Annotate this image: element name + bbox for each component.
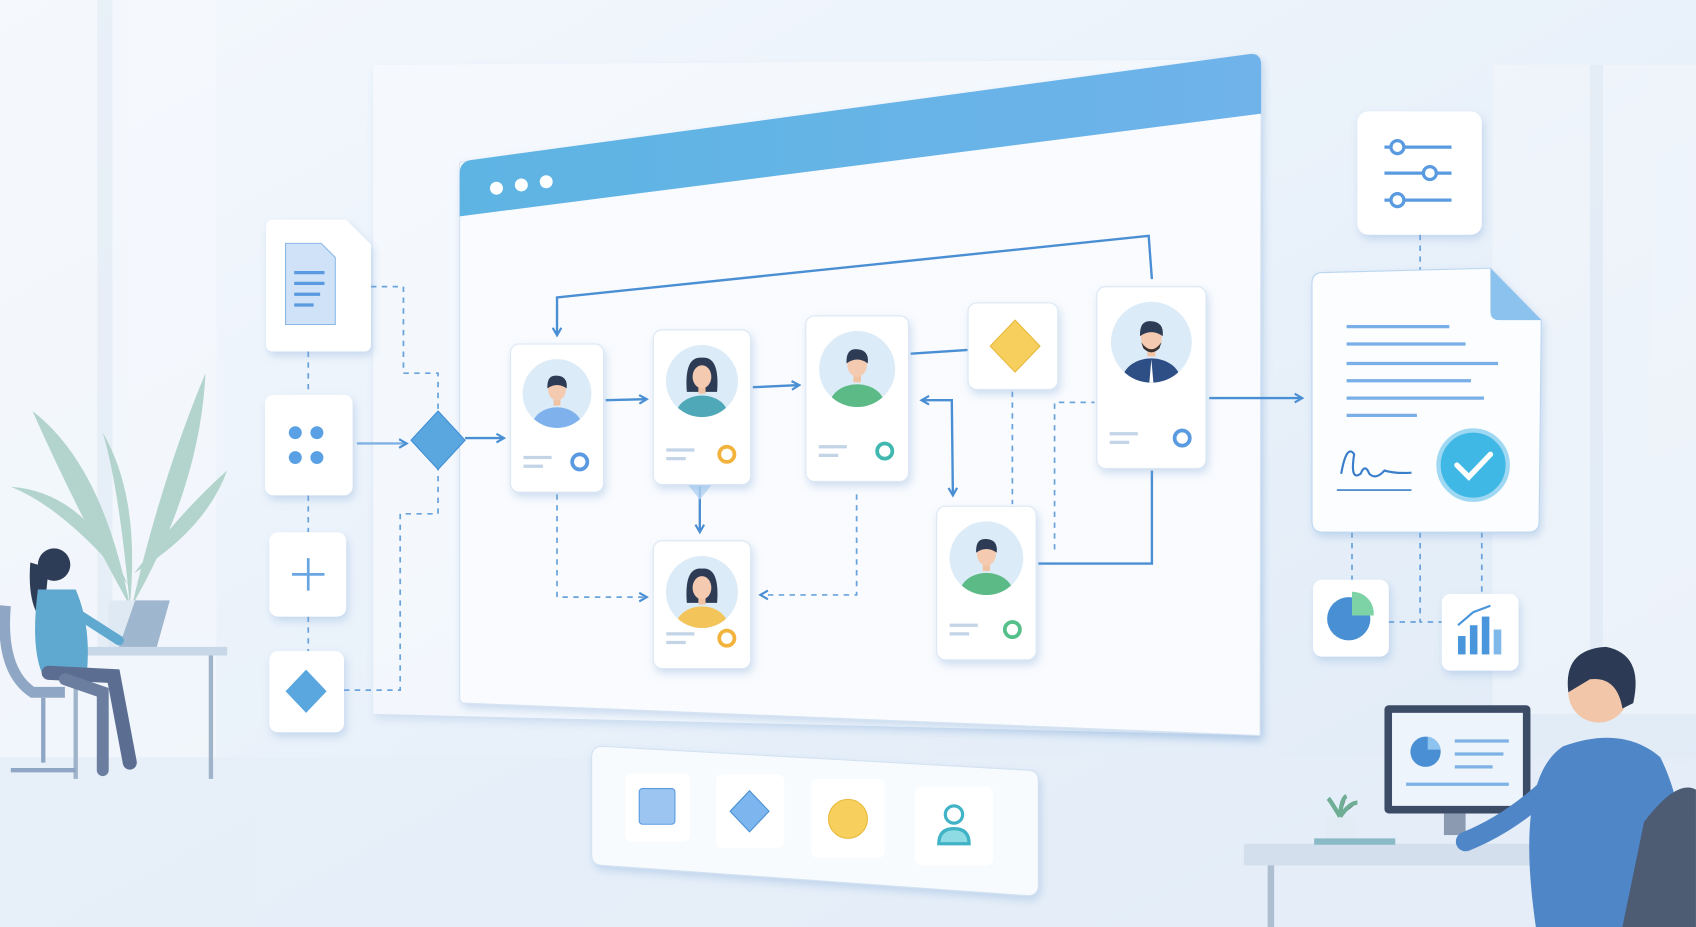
arrow [605, 399, 647, 400]
status-ring-icon[interactable] [717, 444, 737, 464]
node-text-lines [949, 623, 978, 636]
connectors [307, 234, 1483, 691]
sliders-icon [1384, 138, 1452, 209]
desk [1243, 843, 1558, 866]
node-text-lines [666, 448, 695, 461]
person-node-card[interactable] [1096, 286, 1207, 469]
window-dot-icon[interactable] [514, 178, 528, 192]
settings-card[interactable] [1357, 111, 1482, 235]
laptop [118, 600, 170, 647]
status-ring-icon[interactable] [875, 441, 895, 461]
avatar-icon [819, 331, 896, 408]
avatar-icon [665, 555, 738, 629]
bottom-toolbar [591, 745, 1039, 897]
document-icon [285, 242, 336, 326]
person-shape-icon [937, 804, 971, 846]
status-ring-icon[interactable] [570, 452, 590, 472]
node-text-lines [1109, 432, 1138, 445]
diamond-card[interactable] [269, 651, 344, 733]
plant [10, 373, 228, 606]
arrow [910, 349, 976, 353]
signature [1340, 450, 1412, 478]
circle-shape-icon [827, 798, 868, 839]
plus-icon [292, 558, 325, 591]
tool-circle[interactable] [811, 778, 885, 858]
window-header-bar [459, 53, 1262, 217]
diamond-icon [285, 669, 327, 713]
person-node-card[interactable] [652, 540, 752, 670]
tool-diamond[interactable] [716, 774, 785, 849]
window-dot-icon[interactable] [489, 181, 503, 195]
yellow-diamond-icon [989, 319, 1041, 373]
person-node-card[interactable] [936, 505, 1037, 661]
pie-chart-card[interactable] [1313, 579, 1389, 657]
loop-arrow [557, 234, 1154, 336]
document-card[interactable] [266, 219, 371, 352]
square-shape-icon [638, 788, 676, 825]
workflow-nodes [509, 286, 1207, 670]
line [1038, 470, 1154, 565]
tool-person[interactable] [915, 786, 993, 866]
chair [1622, 787, 1696, 927]
bar-chart-icon [1457, 604, 1502, 655]
node-text-lines [818, 445, 847, 458]
avatar-icon [1110, 301, 1192, 383]
avatar-icon [665, 345, 738, 418]
person-node-card[interactable] [509, 343, 605, 493]
document-text-lines [1346, 325, 1499, 417]
right-panel [1311, 111, 1542, 671]
left-palette [264, 219, 371, 733]
status-ring-icon[interactable] [717, 628, 737, 648]
decision-node-card[interactable] [967, 302, 1059, 390]
person-node-card[interactable] [652, 329, 752, 486]
node-text-lines [523, 455, 552, 468]
man-at-computer-illustration [1243, 646, 1696, 927]
desk [59, 646, 228, 656]
avatar-icon [522, 359, 592, 428]
window-dot-icon[interactable] [539, 175, 553, 189]
node-text-lines [666, 632, 695, 645]
grid-dots-card[interactable] [264, 394, 353, 496]
plus-card[interactable] [269, 532, 347, 617]
arrow [752, 385, 800, 387]
bar-chart-card[interactable] [1441, 593, 1519, 671]
avatar-icon [949, 521, 1024, 596]
diamond-shape-icon [729, 789, 770, 833]
status-ring-icon[interactable] [1002, 620, 1022, 640]
chair [0, 605, 65, 698]
woman-at-desk-illustration [0, 373, 228, 779]
signed-document-card[interactable] [1311, 267, 1542, 533]
pie-chart-icon [1327, 591, 1374, 641]
bidirectional-arrow [922, 400, 953, 495]
tool-square[interactable] [625, 773, 691, 842]
person-node-card[interactable] [805, 315, 910, 482]
page-fold [1490, 268, 1542, 321]
status-ring-icon[interactable] [1172, 428, 1192, 448]
checkmark-icon [1436, 428, 1510, 502]
decision-diamond-icon[interactable] [410, 410, 466, 471]
grid-dots-icon [288, 426, 324, 465]
